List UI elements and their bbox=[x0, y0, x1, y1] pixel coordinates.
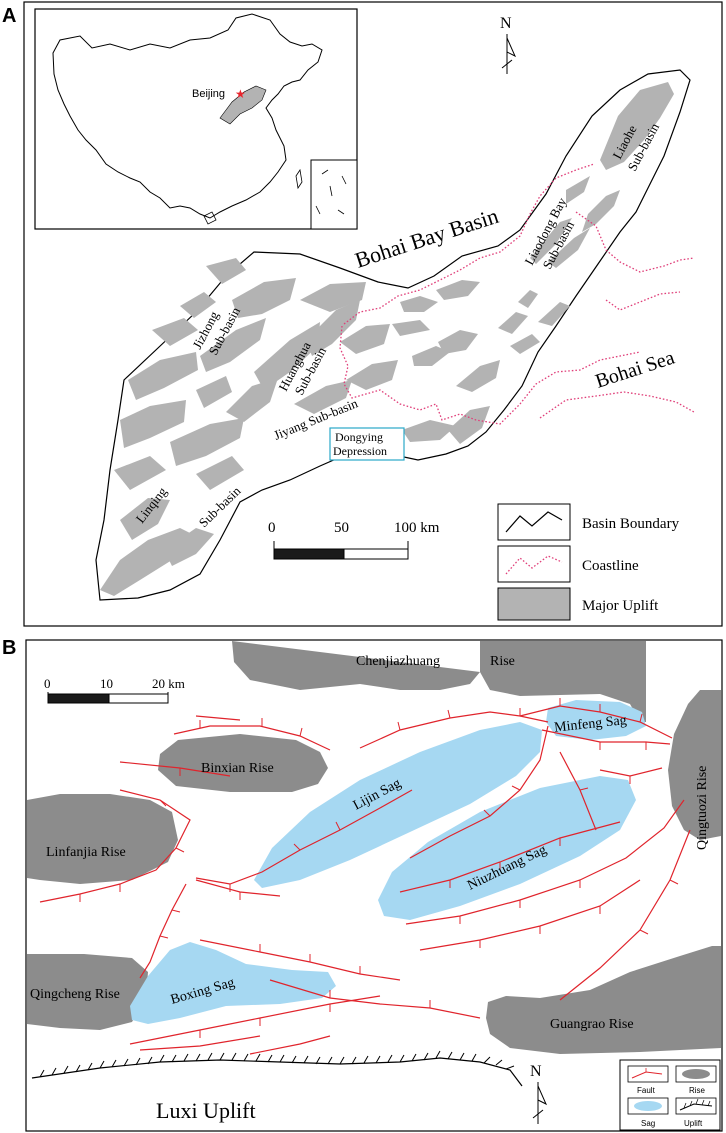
minfeng-sag bbox=[546, 700, 646, 740]
dongying-box bbox=[329, 427, 405, 461]
taiwan-island bbox=[295, 168, 303, 190]
luxi-uplift-hatch bbox=[39, 1050, 515, 1078]
beijing-label: Beijing bbox=[192, 88, 225, 100]
north-arrow-a: N bbox=[500, 15, 517, 74]
major-uplifts bbox=[100, 82, 674, 596]
dongying-label-2: Depression bbox=[333, 444, 387, 458]
linfanjia-label: Linfanjia Rise bbox=[46, 845, 126, 860]
luxi-uplift-label: Luxi Uplift bbox=[156, 1098, 256, 1123]
sags bbox=[130, 700, 646, 1024]
legend-uplift: Uplift bbox=[684, 1119, 703, 1128]
svg-text:N: N bbox=[530, 1063, 542, 1080]
legend-basin-boundary: Basin Boundary bbox=[582, 516, 680, 532]
chenjiazhuang-rise bbox=[232, 641, 646, 722]
scale-bar-a: 0 50 100 km bbox=[268, 520, 440, 560]
legend-fault: Fault bbox=[637, 1086, 656, 1095]
south-china-sea-inset bbox=[310, 159, 358, 230]
capital-star-icon: ★ bbox=[235, 87, 246, 101]
svg-text:10: 10 bbox=[100, 676, 113, 691]
panel-b-letter: B bbox=[2, 637, 16, 659]
qingcheng-rise bbox=[27, 954, 148, 1030]
fault-ticks bbox=[79, 698, 679, 1038]
beijing-region bbox=[219, 85, 267, 125]
legend-a: Basin Boundary Coastline Major Uplift bbox=[497, 503, 680, 621]
hainan-island bbox=[203, 211, 217, 225]
china-outline bbox=[52, 13, 323, 219]
north-arrow-b: N bbox=[530, 1063, 548, 1124]
binxian-label: Binxian Rise bbox=[201, 761, 274, 776]
svg-text:0: 0 bbox=[268, 520, 276, 536]
rise-labels: Chenjiazhuang Rise Binxian Rise Linfanji… bbox=[30, 654, 710, 1032]
legend-coastline: Coastline bbox=[582, 558, 639, 574]
boxing-sag bbox=[130, 942, 336, 1024]
qingtuozi-label: Qingtuozi Rise bbox=[695, 766, 710, 850]
qingcheng-label: Qingcheng Rise bbox=[30, 987, 120, 1002]
guangrao-label: Guangrao Rise bbox=[550, 1017, 634, 1032]
svg-text:20 km: 20 km bbox=[152, 676, 185, 691]
svg-text:N: N bbox=[500, 15, 512, 32]
legend-rise: Rise bbox=[689, 1086, 706, 1095]
qingtuozi-rise bbox=[668, 690, 721, 840]
coastline bbox=[339, 163, 695, 425]
chenjiazhuang-label-2: Rise bbox=[490, 654, 515, 669]
scale-bar-b: 0 10 20 km bbox=[44, 676, 185, 704]
niuzhuang-sag bbox=[378, 776, 636, 920]
rises bbox=[27, 641, 721, 1054]
legend-sag: Sag bbox=[641, 1119, 655, 1128]
guangrao-rise bbox=[486, 946, 721, 1054]
svg-text:0: 0 bbox=[44, 676, 51, 691]
legend-b: Fault Rise Sag Uplift bbox=[619, 1059, 721, 1131]
inset-map: Beijing ★ bbox=[34, 8, 358, 230]
legend-major-uplift: Major Uplift bbox=[582, 598, 659, 614]
dongying-label-1: Dongying bbox=[335, 430, 383, 444]
panel-a-letter: A bbox=[2, 5, 16, 27]
linfanjia-rise bbox=[27, 794, 178, 884]
svg-text:50: 50 bbox=[334, 520, 349, 536]
svg-text:100 km: 100 km bbox=[394, 520, 440, 536]
lijin-sag bbox=[254, 722, 542, 888]
chenjiazhuang-label-1: Chenjiazhuang bbox=[356, 654, 440, 669]
binxian-rise bbox=[158, 734, 328, 792]
